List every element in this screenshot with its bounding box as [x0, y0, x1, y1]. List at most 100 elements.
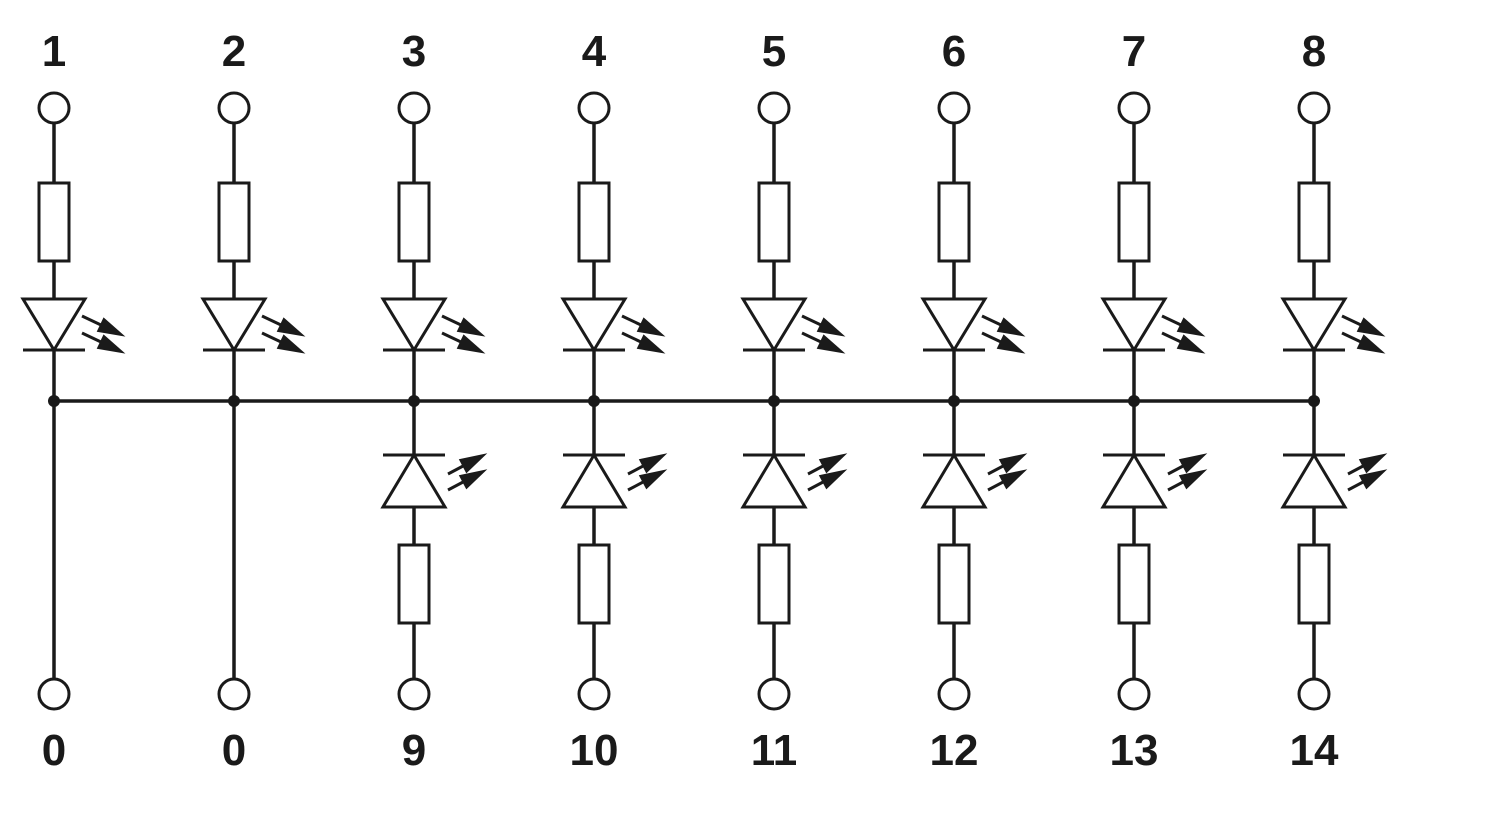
channels — [20, 91, 1388, 711]
diode-triangle — [380, 452, 448, 509]
channel-2 — [200, 91, 306, 711]
channel-8 — [1280, 91, 1388, 711]
channel-7 — [1100, 91, 1208, 711]
led-icon — [560, 297, 666, 354]
top-terminal-label: 6 — [942, 27, 966, 76]
top-terminal-label: 7 — [1122, 27, 1146, 76]
diode-triangle — [1100, 452, 1168, 509]
led-icon — [200, 297, 306, 354]
led-icon — [1100, 452, 1208, 509]
led-arrow-head-icon — [638, 453, 668, 474]
led-icon — [380, 297, 486, 354]
top-terminal-label: 1 — [42, 27, 66, 76]
resistor-icon — [577, 181, 611, 263]
resistor-icon — [937, 181, 971, 263]
led-arrow-head-icon — [998, 469, 1028, 490]
led-arrow-head-icon — [456, 334, 486, 354]
bottom-terminal-label: 0 — [42, 726, 66, 775]
terminal-circle-icon — [1297, 677, 1331, 711]
bottom-terminal-label: 0 — [222, 726, 246, 775]
led-arrow-head-icon — [1178, 469, 1208, 490]
led-arrow-head-icon — [458, 453, 488, 474]
led-arrow-head-icon — [1356, 317, 1386, 337]
channel-1 — [20, 91, 126, 711]
terminal-circle-icon — [1297, 91, 1331, 125]
resistor-icon — [37, 181, 71, 263]
bottom-terminal-label: 14 — [1290, 726, 1339, 775]
terminal-circle-icon — [577, 91, 611, 125]
diode-triangle — [380, 297, 448, 353]
top-terminal-label: 8 — [1302, 27, 1326, 76]
terminal-circle-icon — [757, 677, 791, 711]
diode-triangle — [740, 452, 808, 509]
resistor-icon — [1297, 543, 1331, 625]
diode-triangle — [1100, 297, 1168, 353]
top-terminal-label: 3 — [402, 27, 426, 76]
bottom-terminal-label: 12 — [930, 726, 979, 775]
led-arrow-head-icon — [458, 469, 488, 490]
led-arrow-head-icon — [276, 334, 306, 354]
led-icon — [740, 452, 848, 509]
terminal-circle-icon — [217, 677, 251, 711]
led-arrow-head-icon — [818, 453, 848, 474]
led-arrow-head-icon — [818, 469, 848, 490]
top-terminal-label: 4 — [582, 27, 607, 76]
led-arrow-head-icon — [456, 317, 486, 337]
resistor-icon — [1297, 181, 1331, 263]
diode-triangle — [920, 452, 988, 509]
led-icon — [920, 297, 1026, 354]
diode-triangle — [560, 297, 628, 353]
led-arrow-head-icon — [1356, 334, 1386, 354]
resistor-icon — [1117, 181, 1151, 263]
led-arrow-head-icon — [1176, 334, 1206, 354]
diode-triangle — [1280, 297, 1348, 353]
resistor-icon — [217, 181, 251, 263]
led-arrow-head-icon — [1358, 469, 1388, 490]
led-icon — [1280, 452, 1388, 509]
led-icon — [740, 297, 846, 354]
terminal-circle-icon — [577, 677, 611, 711]
diode-triangle — [740, 297, 808, 353]
channel-4 — [560, 91, 668, 711]
led-arrow-head-icon — [1176, 317, 1206, 337]
diode-triangle — [1280, 452, 1348, 509]
diode-triangle — [200, 297, 268, 353]
led-arrow-head-icon — [638, 469, 668, 490]
led-arrow-head-icon — [996, 334, 1026, 354]
resistor-icon — [397, 543, 431, 625]
diode-triangle — [920, 297, 988, 353]
led-arrow-head-icon — [96, 334, 126, 354]
led-icon — [380, 452, 488, 509]
led-icon — [20, 297, 126, 354]
terminal-circle-icon — [937, 91, 971, 125]
led-arrow-head-icon — [96, 317, 126, 337]
led-arrow-head-icon — [1358, 453, 1388, 474]
led-arrow-head-icon — [276, 317, 306, 337]
diode-triangle — [20, 297, 88, 353]
bottom-terminal-label: 10 — [570, 726, 619, 775]
led-icon — [920, 452, 1028, 509]
resistor-icon — [577, 543, 611, 625]
diode-triangle — [560, 452, 628, 509]
terminal-circle-icon — [37, 677, 71, 711]
led-arrow-head-icon — [636, 317, 666, 337]
terminal-circle-icon — [757, 91, 791, 125]
led-arrow-head-icon — [816, 334, 846, 354]
top-terminal-label: 2 — [222, 27, 246, 76]
resistor-icon — [757, 543, 791, 625]
led-arrow-head-icon — [996, 317, 1026, 337]
resistor-icon — [1117, 543, 1151, 625]
terminal-circle-icon — [1117, 91, 1151, 125]
resistor-icon — [757, 181, 791, 263]
bottom-terminal-label: 11 — [751, 726, 798, 775]
terminal-circle-icon — [37, 91, 71, 125]
terminal-circle-icon — [397, 677, 431, 711]
terminal-circle-icon — [217, 91, 251, 125]
terminal-circle-icon — [1117, 677, 1151, 711]
channel-3 — [380, 91, 488, 711]
led-icon — [1280, 297, 1386, 354]
channel-5 — [740, 91, 848, 711]
led-icon — [1100, 297, 1206, 354]
led-icon — [560, 452, 668, 509]
